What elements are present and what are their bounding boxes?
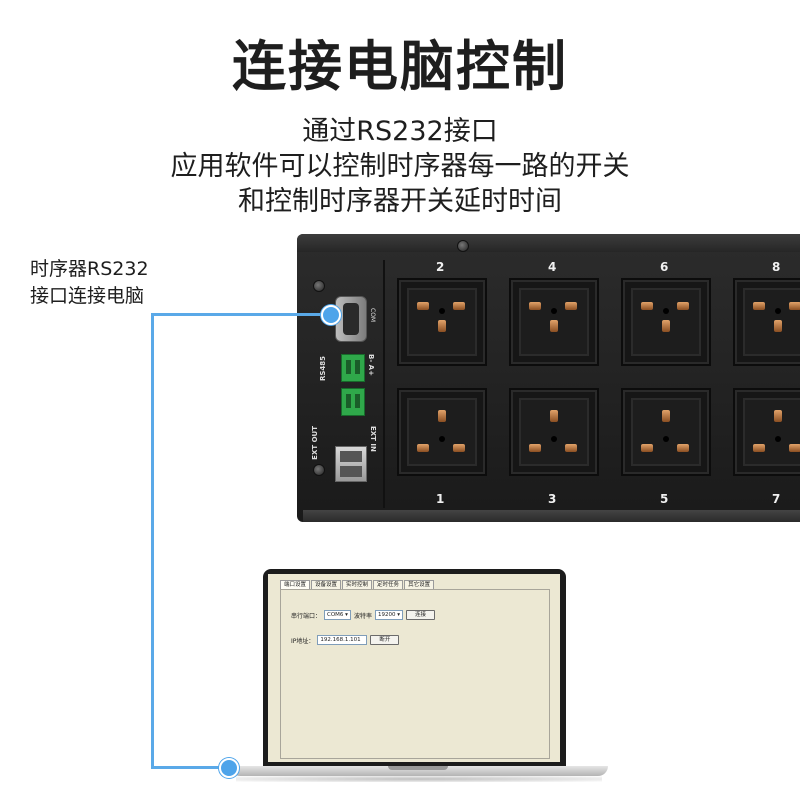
device-bottom-edge — [303, 510, 800, 522]
ext-out-label: EXT OUT — [311, 426, 319, 460]
serial-port-label: 串行端口： — [291, 612, 322, 620]
laptop-shadow — [236, 776, 602, 782]
description-line-3: 和控制时序器开关延时时间 — [238, 186, 562, 217]
tab-other-settings[interactable]: 其它设置 — [404, 580, 435, 589]
device-connection-dot — [321, 305, 341, 325]
power-outlet — [397, 278, 487, 366]
software-tab-bar: 端口设置 设备设置 实时控制 定时任务 其它设置 — [280, 580, 435, 589]
terminal-polarity-label: B- A+ — [367, 354, 375, 376]
socket-number: 8 — [772, 260, 781, 274]
baud-rate-select[interactable]: 19200 ▾ — [374, 610, 403, 620]
power-outlet — [733, 388, 800, 476]
socket-number: 2 — [436, 260, 445, 274]
serial-port-select[interactable]: COM6 ▾ — [324, 610, 351, 620]
callout-line-2: 接口连接电脑 — [30, 285, 145, 307]
tab-realtime-control[interactable]: 实时控制 — [342, 580, 373, 589]
power-outlet — [509, 278, 599, 366]
socket-number: 7 — [772, 492, 781, 506]
socket-number: 1 — [436, 492, 445, 506]
power-outlet — [397, 388, 487, 476]
ip-address-field[interactable]: 192.168.1.101 — [317, 635, 368, 645]
io-panel: COM RS485 B- A+ EXT OUT EXT IN — [301, 260, 385, 508]
socket-number: 3 — [548, 492, 557, 506]
baud-rate-label: 波特率 — [353, 612, 372, 620]
rs232-callout-label: 时序器RS232 接口连接电脑 — [30, 256, 149, 310]
ip-address-label: IP地址： — [291, 637, 315, 645]
rs485-label: RS485 — [319, 356, 327, 382]
screw-icon — [457, 240, 469, 252]
rs232-cable — [151, 313, 154, 768]
rs232-cable — [151, 766, 229, 769]
port-settings-panel: 串行端口： COM6 ▾ 波特率 19200 ▾ 连接 IP地址： 192.16… — [280, 589, 550, 759]
description-line-2: 应用软件可以控制时序器每一路的开关 — [170, 151, 630, 182]
device-top-cover — [297, 234, 800, 252]
rs232-cable — [151, 313, 331, 316]
socket-number: 6 — [660, 260, 669, 274]
socket-number: 4 — [548, 260, 557, 274]
rs485-terminal — [341, 354, 365, 382]
power-outlet — [733, 278, 800, 366]
laptop-base-notch — [388, 766, 448, 770]
power-outlet — [621, 278, 711, 366]
power-outlet — [509, 388, 599, 476]
description-line-1: 通过RS232接口 — [302, 116, 498, 147]
ext-in-label: EXT IN — [369, 426, 377, 452]
callout-line-1: 时序器RS232 — [30, 258, 149, 280]
power-sequencer-device: COM RS485 B- A+ EXT OUT EXT IN 2 4 6 8 — [297, 234, 800, 522]
power-outlet — [621, 388, 711, 476]
screw-icon — [313, 464, 325, 476]
tab-port-settings[interactable]: 端口设置 — [280, 580, 311, 589]
com-label: COM — [369, 308, 376, 323]
laptop-base — [230, 766, 608, 776]
screw-icon — [313, 280, 325, 292]
description: 通过RS232接口 应用软件可以控制时序器每一路的开关 和控制时序器开关延时时间 — [0, 114, 800, 219]
ext-port — [335, 446, 367, 482]
ext-terminal — [341, 388, 365, 416]
connect-button[interactable]: 连接 — [405, 610, 435, 620]
laptop-screen: 端口设置 设备设置 实时控制 定时任务 其它设置 串行端口： COM6 ▾ 波特… — [268, 574, 560, 762]
laptop-connection-dot — [219, 758, 239, 778]
disconnect-button[interactable]: 断开 — [370, 635, 400, 645]
tab-scheduled-tasks[interactable]: 定时任务 — [373, 580, 404, 589]
socket-number: 5 — [660, 492, 669, 506]
page-title: 连接电脑控制 — [232, 35, 568, 98]
tab-device-settings[interactable]: 设备设置 — [311, 580, 342, 589]
